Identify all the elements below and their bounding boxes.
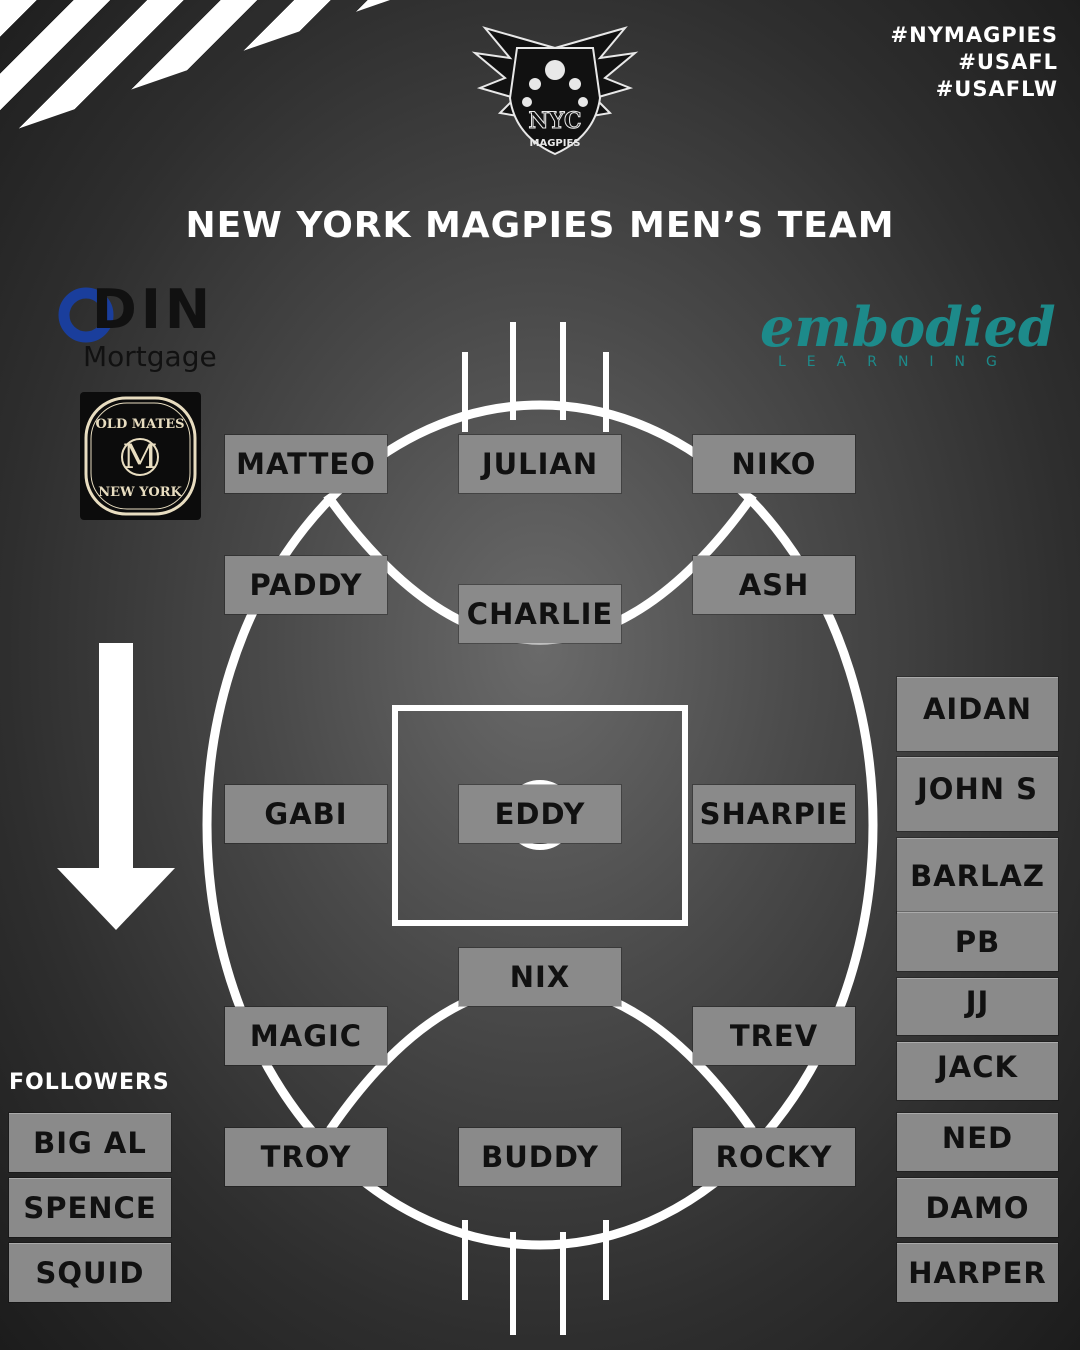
embodied-subtitle: LEARNING bbox=[778, 354, 1018, 370]
follower-player: SPENCE bbox=[9, 1178, 171, 1237]
interchange-player: DAMO bbox=[897, 1178, 1058, 1237]
player-paddy: PADDY bbox=[225, 556, 387, 614]
odin-wordmark: DIN bbox=[92, 278, 215, 341]
page-title: NEW YORK MAGPIES MEN’S TEAM bbox=[185, 205, 895, 246]
hashtag: #USAFLW bbox=[935, 77, 1058, 101]
interchange-player: JACK bbox=[897, 1042, 1058, 1100]
embodied-wordmark: embodied bbox=[760, 295, 1056, 359]
hashtag: #NYMAGPIES bbox=[890, 23, 1058, 47]
player-ash: ASH bbox=[693, 556, 855, 614]
player-magic: MAGIC bbox=[225, 1007, 387, 1065]
player-troy: TROY bbox=[225, 1128, 387, 1186]
player-buddy: BUDDY bbox=[459, 1128, 621, 1186]
interchange-player: AIDAN bbox=[897, 677, 1058, 751]
interchange-player: NED bbox=[897, 1113, 1058, 1171]
interchange-player: PB bbox=[897, 912, 1058, 971]
follower-player: SQUID bbox=[9, 1243, 171, 1302]
bottom-arc bbox=[326, 980, 756, 1133]
down-arrow-icon bbox=[57, 643, 175, 930]
oldmates-top: OLD MATES bbox=[95, 417, 184, 432]
hashtags: #NYMAGPIES #USAFL #USAFLW bbox=[891, 22, 1058, 103]
interchange-player: JOHN S bbox=[897, 757, 1058, 831]
field-boundary bbox=[202, 400, 878, 1250]
player-rocky: ROCKY bbox=[693, 1128, 855, 1186]
center-square bbox=[392, 705, 688, 926]
player-nix: NIX bbox=[459, 948, 621, 1006]
followers-label: FOLLOWERS bbox=[9, 1070, 170, 1095]
player-charlie: CHARLIE bbox=[459, 585, 621, 643]
player-julian: JULIAN bbox=[459, 435, 621, 493]
interchange-player: JJ bbox=[897, 978, 1058, 1035]
follower-player: BIG AL bbox=[9, 1113, 171, 1172]
oldmates-logo: OLD MATES M NEW YORK bbox=[80, 392, 201, 520]
logo-magpies: MAGPIES bbox=[530, 138, 581, 149]
odin-subtitle: Mortgage bbox=[83, 340, 217, 373]
odin-o-icon bbox=[58, 287, 114, 343]
club-logo: NYC MAGPIES bbox=[471, 26, 639, 156]
hashtag: #USAFL bbox=[958, 50, 1058, 74]
player-eddy: EDDY bbox=[459, 785, 621, 843]
player-niko: NIKO bbox=[693, 435, 855, 493]
top-goalposts bbox=[462, 322, 609, 432]
interchange-player: HARPER bbox=[897, 1243, 1058, 1302]
player-sharpie: SHARPIE bbox=[693, 785, 855, 843]
interchange-player: BARLAZ bbox=[897, 838, 1058, 913]
player-trev: TREV bbox=[693, 1007, 855, 1065]
bottom-goalposts bbox=[462, 1220, 609, 1335]
oldmates-bottom: NEW YORK bbox=[98, 485, 182, 500]
player-gabi: GABI bbox=[225, 785, 387, 843]
logo-nyc: NYC bbox=[529, 108, 582, 134]
player-matteo: MATTEO bbox=[225, 435, 387, 493]
